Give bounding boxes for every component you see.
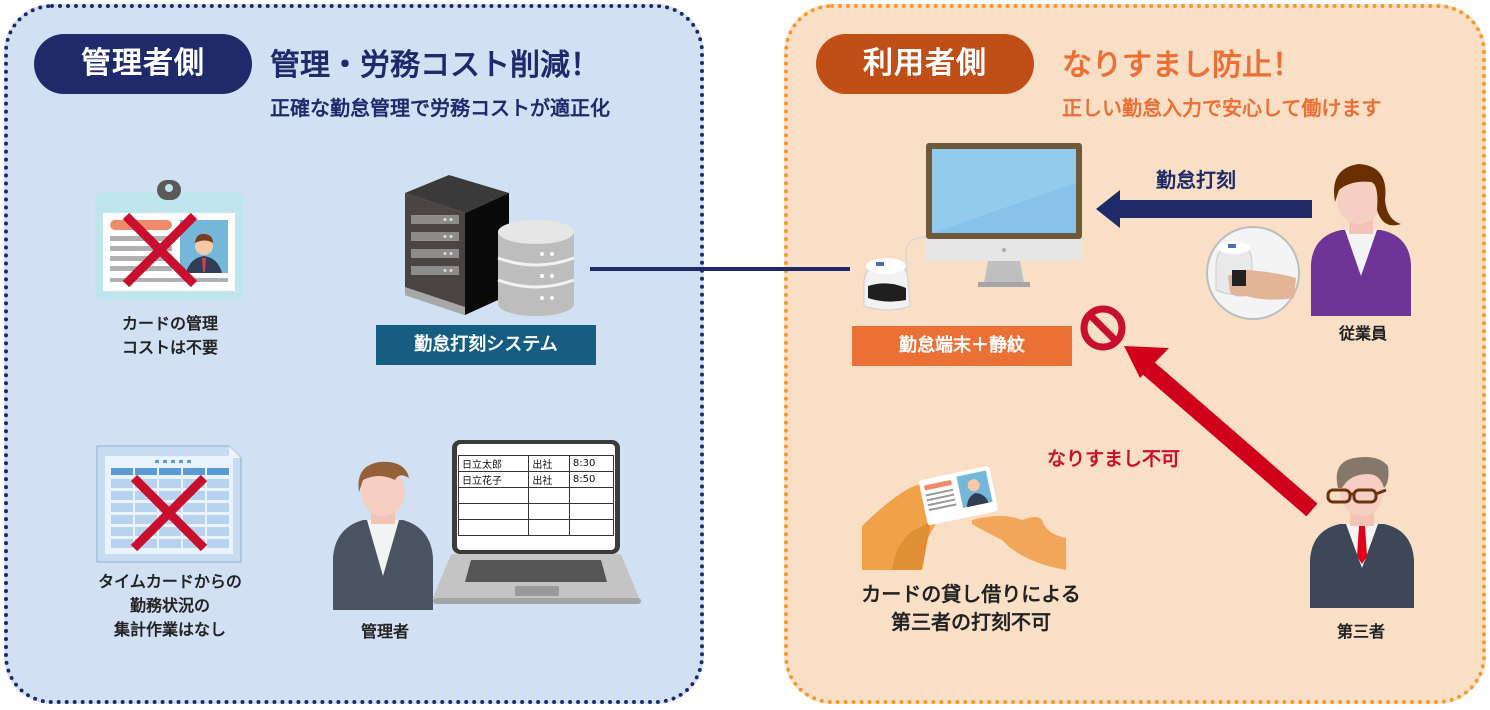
table-cell: 8:30	[568, 455, 615, 472]
prohibited-icon	[1080, 305, 1126, 351]
table-cell: 出社	[528, 471, 570, 488]
spreadsheet-cell	[207, 515, 229, 524]
attendance-system-label: 勤怠打刻システム	[376, 325, 596, 365]
user-side-pill: 利用者側	[816, 34, 1034, 94]
spreadsheet-cell	[159, 491, 181, 500]
manager-label: 管理者	[360, 622, 409, 641]
spreadsheet-cell	[159, 539, 181, 548]
network-connector-line	[590, 267, 850, 271]
spreadsheet-cell	[135, 479, 157, 488]
spreadsheet-cell	[111, 527, 133, 536]
server-icon	[405, 175, 509, 315]
table-cell: 日立太郎	[457, 455, 530, 472]
table-cell	[457, 503, 530, 520]
admin-side-pill: 管理者側	[34, 34, 252, 94]
employee-label: 従業員	[1338, 324, 1387, 343]
table-cell: 8:50	[568, 471, 615, 488]
table-cell	[457, 487, 530, 504]
clock-in-label: 勤怠打刻	[1156, 168, 1236, 192]
cross-icon	[130, 474, 208, 552]
spreadsheet-cell	[135, 515, 157, 524]
spreadsheet-cell	[207, 479, 229, 488]
spreadsheet-cell	[207, 527, 229, 536]
user-subheadline: 正しい勤怠入力で安心して働けます	[1062, 96, 1382, 120]
finger-touching-reader-photo	[1206, 226, 1300, 320]
spreadsheet-cell	[111, 539, 133, 548]
table-row	[457, 503, 615, 520]
caption-line: 集計作業はなし	[113, 620, 226, 639]
hands-card-icon	[862, 466, 1066, 570]
spreadsheet-cell	[207, 539, 229, 548]
arrow-left-icon	[1096, 190, 1312, 228]
third-party-avatar-icon	[1310, 457, 1414, 608]
spreadsheet-cell	[183, 503, 205, 512]
database-icon	[497, 220, 575, 316]
spreadsheet-cell	[183, 527, 205, 536]
table-cell: 出社	[528, 455, 570, 472]
cross-icon	[122, 212, 198, 288]
table-cell	[457, 519, 530, 536]
table-row	[457, 519, 615, 536]
finger-vein-reader-icon	[863, 258, 911, 311]
third-party-label: 第三者	[1336, 622, 1385, 641]
caption-line: カードの管理	[121, 314, 218, 333]
timecard-caption: タイムカードからの 勤務状況の 集計作業はなし	[70, 570, 270, 642]
spreadsheet-cell	[183, 491, 205, 500]
spreadsheet-cell	[183, 515, 205, 524]
user-headline: なりすまし防止！	[1062, 48, 1302, 83]
table-cell	[568, 519, 615, 536]
table-cell	[528, 503, 570, 520]
arrow-up-left-icon	[1124, 346, 1318, 517]
table-cell	[568, 503, 615, 520]
employee-avatar-icon	[1311, 164, 1411, 316]
table-cell: 日立花子	[457, 471, 530, 488]
caption-line: 勤務状況の	[129, 596, 210, 615]
caption-line: カードの貸し借りによる	[861, 582, 1081, 606]
spreadsheet-cell	[159, 527, 181, 536]
caption-line: コストは不要	[121, 338, 218, 357]
caption-line: タイムカードからの	[98, 572, 242, 591]
table-row	[457, 487, 615, 504]
spreadsheet-cell	[135, 503, 157, 512]
admin-headline: 管理・労務コスト削減！	[270, 48, 600, 83]
spreadsheet-cell	[111, 503, 133, 512]
spreadsheet-cell	[207, 491, 229, 500]
table-cell	[528, 487, 570, 504]
caption-line: 第三者の打刻不可	[891, 610, 1051, 634]
spreadsheet-cell	[159, 479, 181, 488]
impersonation-label: なりすまし不可	[1047, 448, 1181, 470]
card-cost-caption: カードの管理 コストは不要	[90, 312, 250, 360]
card-lending-caption: カードの貸し借りによる 第三者の打刻不可	[826, 580, 1116, 636]
table-cell	[528, 519, 570, 536]
spreadsheet-cell	[135, 539, 157, 548]
spreadsheet-cell	[111, 479, 133, 488]
spreadsheet-cell	[111, 491, 133, 500]
monitor-icon	[926, 143, 1082, 287]
terminal-label: 勤怠端末＋静紋	[852, 326, 1072, 366]
spreadsheet-cell	[111, 515, 133, 524]
spreadsheet-cell	[207, 503, 229, 512]
admin-subheadline: 正確な勤怠管理で労務コストが適正化	[270, 96, 610, 120]
manager-avatar-icon	[333, 461, 433, 610]
table-cell	[568, 487, 615, 504]
